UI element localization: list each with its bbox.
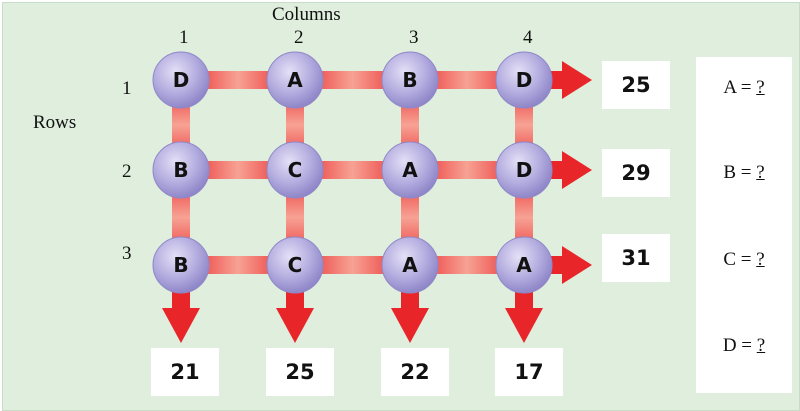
column-sum-box: 21: [151, 348, 219, 396]
equation-c: C = ?: [723, 249, 765, 270]
node-letter: A: [516, 253, 532, 277]
node-letter: B: [173, 158, 188, 182]
row-arrow-head: [562, 61, 592, 99]
node-circle: [495, 51, 553, 109]
column-number: 3: [409, 27, 419, 48]
horizontal-connector: [410, 256, 524, 274]
grid-node: B: [381, 51, 439, 109]
node-letter: A: [402, 253, 418, 277]
node-letter: A: [287, 68, 303, 92]
horizontal-connector: [410, 161, 524, 179]
grid-node: D: [152, 51, 210, 109]
node-circle: [152, 141, 210, 199]
column-number: 1: [179, 27, 189, 48]
node-circle: [381, 236, 439, 294]
horizontal-connector: [410, 71, 524, 89]
grid-node: A: [381, 141, 439, 199]
grid-node: B: [152, 236, 210, 294]
node-letter: B: [402, 68, 417, 92]
grid-node: D: [495, 51, 553, 109]
horizontal-connector: [181, 256, 295, 274]
node-letter: B: [173, 253, 188, 277]
row-sum-box: 25: [602, 61, 670, 109]
node-circle: [266, 236, 324, 294]
column-arrow-head: [505, 308, 543, 343]
node-letter: C: [288, 158, 303, 182]
column-number: 4: [523, 27, 533, 48]
node-circle: [266, 141, 324, 199]
column-sum-box: 17: [495, 348, 563, 396]
equation-d: D = ?: [722, 335, 766, 356]
row-sum-box: 31: [602, 234, 670, 282]
grid-node: A: [266, 51, 324, 109]
grid-nodes: D A B D B C A D B C A A: [152, 51, 553, 294]
connector-bars: [172, 71, 533, 274]
row-number: 1: [122, 78, 132, 99]
column-sum-box: 22: [381, 348, 449, 396]
node-circle: [152, 236, 210, 294]
column-arrow-head: [391, 308, 429, 343]
row-number: 3: [122, 243, 132, 264]
equations-panel: A = ? B = ? C = ? D = ?: [696, 57, 792, 393]
horizontal-connector: [295, 256, 410, 274]
node-circle: [266, 51, 324, 109]
grid-node: D: [495, 141, 553, 199]
grid-node: A: [381, 236, 439, 294]
horizontal-connector: [295, 71, 410, 89]
equation-b: B = ?: [723, 162, 765, 183]
horizontal-connector: [181, 71, 295, 89]
node-circle: [381, 141, 439, 199]
node-circle: [381, 51, 439, 109]
column-sum-box: 25: [266, 348, 334, 396]
column-number: 2: [294, 27, 304, 48]
equation-a: A = ?: [723, 77, 765, 98]
row-arrow-head: [562, 246, 592, 284]
grid-node: B: [152, 141, 210, 199]
grid-node: C: [266, 141, 324, 199]
node-circle: [495, 141, 553, 199]
column-arrow-head: [276, 308, 314, 343]
columns-label: Columns: [272, 4, 341, 25]
row-arrow-head: [562, 151, 592, 189]
rows-label: Rows: [33, 112, 77, 133]
node-letter: D: [173, 68, 190, 92]
row-number: 2: [122, 161, 132, 182]
column-arrow-head: [162, 308, 200, 343]
node-circle: [152, 51, 210, 109]
grid-node: A: [495, 236, 553, 294]
node-letter: A: [402, 158, 418, 182]
row-sum-box: 29: [602, 149, 670, 197]
node-letter: C: [288, 253, 303, 277]
node-letter: D: [516, 68, 533, 92]
horizontal-connector: [295, 161, 410, 179]
grid-node: C: [266, 236, 324, 294]
horizontal-connector: [181, 161, 295, 179]
node-letter: D: [516, 158, 533, 182]
node-circle: [495, 236, 553, 294]
